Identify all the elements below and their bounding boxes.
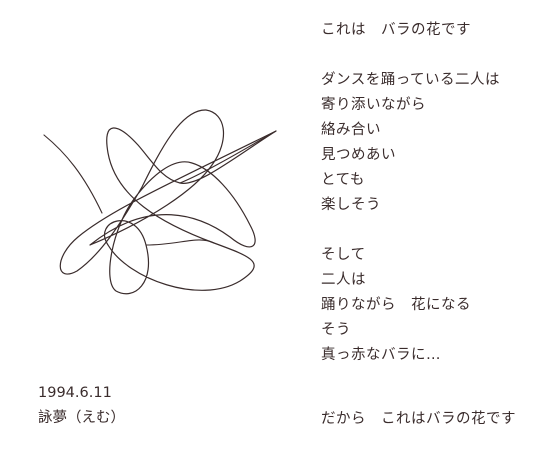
stanza-gap [321,218,549,243]
scribble-stroke-inner [43,130,277,246]
poem-line: そして [321,247,366,263]
scribble-stroke [59,109,277,295]
poem-line: 絡み合い [321,122,381,138]
poem-line: 見つめあい [321,147,396,163]
poem-line: 楽しそう [321,197,381,213]
signature-date: 1994.6.11 [38,385,112,401]
poem-line: そう [321,322,351,338]
poem-line: 二人は [321,272,366,288]
poem-line: 寄り添いながら [321,97,426,113]
poem-title-line: これは バラの花です [321,22,471,38]
rose-scribble-drawing [43,109,277,295]
poem-closing-line: だから これはバラの花です [321,411,516,427]
stanza-gap [321,43,549,68]
poem-line: とても [321,172,365,188]
poem-line: 真っ赤なバラに… [321,347,441,363]
signature-author: 詠夢（えむ） [38,410,125,426]
poem-line: ダンスを踊っている二人は [321,72,500,88]
poem-line: 踊りながら 花になる [321,297,471,313]
signature-block: 1994.6.11 詠夢（えむ） [38,381,125,431]
poem-block: これは バラの花です ダンスを踊っている二人は 寄り添いながら 絡み合い 見つめ… [321,18,549,368]
